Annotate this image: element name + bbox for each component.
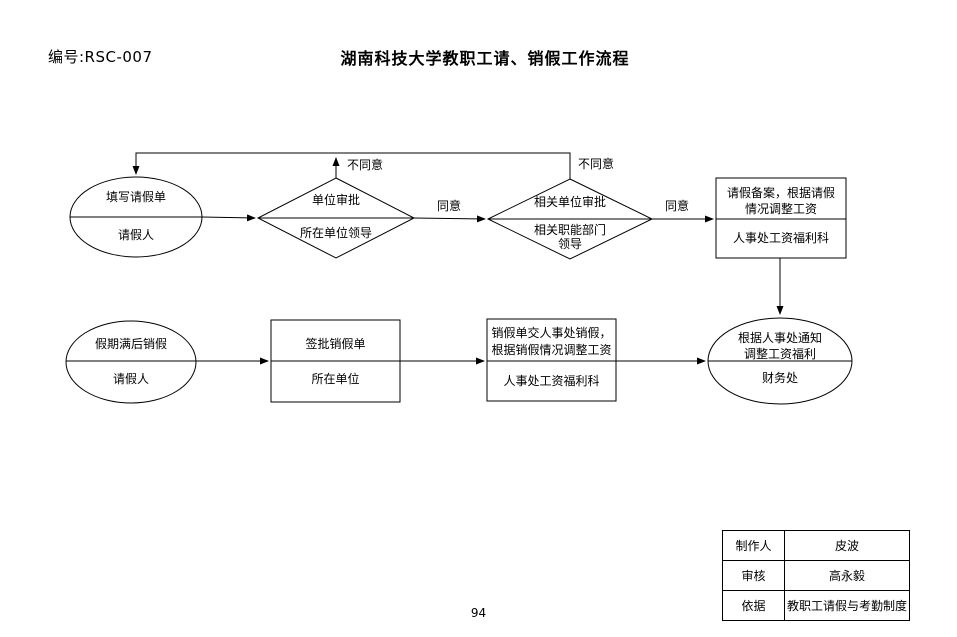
edge-label-disagree-1: 不同意 bbox=[347, 158, 384, 172]
unit-approval-action: 单位审批 bbox=[311, 193, 360, 207]
adjust-welfare-actor: 财务处 bbox=[761, 371, 798, 385]
node-report-back-ellipse bbox=[65, 320, 197, 404]
related-unit-approval-actor-line1: 相关职能部门 bbox=[533, 223, 606, 237]
related-unit-approval-actor-line2: 领导 bbox=[557, 237, 582, 251]
sign-cancel-form-action: 签批销假单 bbox=[305, 337, 366, 351]
info-table-label: 依据 bbox=[722, 590, 785, 621]
submit-cancel-form-action-line1: 销假单交人事处销假， bbox=[491, 326, 612, 340]
unit-approval-actor: 所在单位领导 bbox=[299, 226, 372, 240]
fill-leave-form-actor: 请假人 bbox=[117, 228, 154, 242]
edge-label-disagree-2: 不同意 bbox=[578, 157, 615, 171]
leave-record-action-line2: 情况调整工资 bbox=[744, 202, 817, 216]
info-table-label: 制作人 bbox=[722, 530, 785, 561]
submit-cancel-form-actor: 人事处工资福利科 bbox=[503, 374, 600, 388]
sign-cancel-form-actor: 所在单位 bbox=[311, 372, 360, 386]
table-row: 依据 教职工请假与考勤制度 bbox=[722, 590, 910, 621]
adjust-welfare-action-line2: 调整工资福利 bbox=[743, 347, 816, 361]
related-unit-approval-action: 相关单位审批 bbox=[533, 195, 606, 209]
leave-record-action-line1: 请假备案，根据请假 bbox=[726, 186, 835, 200]
leave-record-actor: 人事处工资福利科 bbox=[732, 231, 829, 245]
node-submit-cancel-form-box bbox=[486, 318, 617, 402]
report-back-action: 假期满后销假 bbox=[94, 337, 167, 351]
page-number: 94 bbox=[470, 606, 487, 620]
page-title: 湖南科技大学教职工请、销假工作流程 bbox=[340, 49, 630, 68]
edge-label-agree-2: 同意 bbox=[664, 199, 689, 213]
edge-unit-to-related-approval bbox=[413, 215, 486, 223]
table-row: 制作人 皮波 bbox=[722, 530, 910, 561]
table-row: 审核 高永毅 bbox=[722, 560, 910, 591]
fill-leave-form-action: 填写请假单 bbox=[105, 190, 166, 204]
edge-label-agree-1: 同意 bbox=[436, 199, 461, 213]
edge-fill-to-unit-approval bbox=[201, 214, 256, 222]
info-table: 制作人 皮波 审核 高永毅 依据 教职工请假与考勤制度 bbox=[722, 530, 910, 621]
node-leave-record-box bbox=[715, 177, 847, 259]
info-table-value: 高永毅 bbox=[784, 560, 910, 591]
adjust-welfare-action-line1: 根据人事处通知 bbox=[737, 331, 822, 345]
report-back-actor: 请假人 bbox=[112, 372, 149, 386]
submit-cancel-form-action-line2: 根据销假情况调整工资 bbox=[491, 343, 612, 357]
edge-disagree-return-to-fill bbox=[132, 152, 571, 179]
doc-number: 编号:RSC-007 bbox=[48, 48, 153, 66]
info-table-value: 教职工请假与考勤制度 bbox=[784, 590, 910, 621]
info-table-value: 皮波 bbox=[784, 530, 910, 561]
info-table-label: 审核 bbox=[722, 560, 785, 591]
